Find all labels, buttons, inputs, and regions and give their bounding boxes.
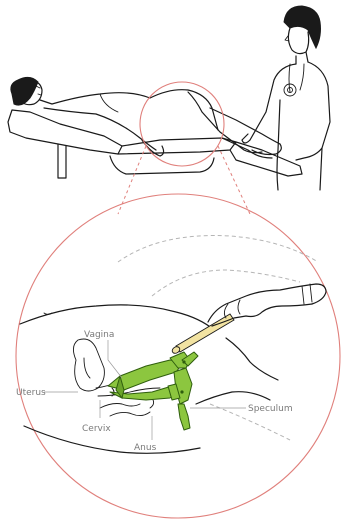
- label-uterus: Uterus: [16, 388, 46, 398]
- label-cervix: Cervix: [82, 424, 111, 434]
- doctor: [242, 6, 330, 190]
- label-anus: Anus: [134, 443, 157, 453]
- enlarged-view: Vagina Uterus Cervix Anus Speculum: [16, 194, 340, 518]
- label-vagina: Vagina: [84, 330, 114, 340]
- uterus-shape: [73, 339, 104, 391]
- cotton-swab: [171, 314, 234, 355]
- label-speculum: Speculum: [248, 404, 293, 414]
- speculum: [108, 352, 198, 430]
- exam-scene: [8, 6, 330, 190]
- exam-table: [8, 110, 302, 178]
- magnifier-focus-circle: [140, 82, 224, 166]
